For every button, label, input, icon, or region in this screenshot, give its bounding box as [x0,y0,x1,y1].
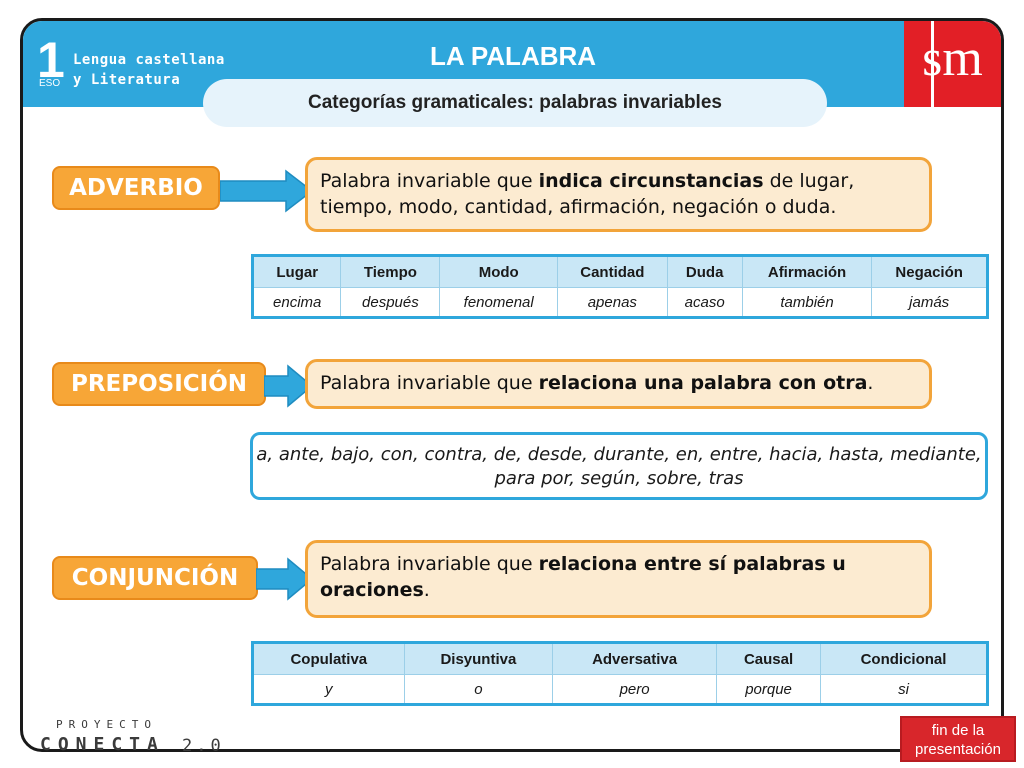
sm-logo: sm [904,21,1001,107]
preposicion-list-line-1: a, ante, bajo, con, contra, de, desde, d… [256,444,982,465]
preposicion-def-keyword: relaciona una palabra con otra [538,372,868,394]
conjuncion-def-keyword: relaciona entre sí palabras u oraciones [320,553,846,601]
end-button-line-2: presentación [915,741,1001,758]
table-cell: y [252,674,405,705]
adverbio-def-text-end: de lugar, tiempo, modo, cantidad, afirma… [320,170,855,218]
table-header: Negación [871,255,988,288]
table-header: Afirmación [741,255,873,288]
table-cell: pero [552,674,718,705]
table-header-row: Lugar Tiempo Modo Cantidad Duda Afirmaci… [251,255,988,288]
table-cell: acaso [666,287,743,318]
subject-name: Lengua castellana y Literatura [73,50,225,90]
brand-big-text: CONECTA [40,734,165,755]
preposicion-list-line-2: para por, según, sobre, tras [494,468,744,489]
table-header: Copulativa [252,642,405,675]
table-cell: porque [716,674,822,705]
preposicion-def-text: Palabra invariable que [320,372,539,394]
table-header: Lugar [251,255,342,288]
table-header: Adversativa [552,642,718,675]
table-cell: o [403,674,554,705]
table-row: y o pero porque si [252,674,988,705]
table-header: Disyuntiva [403,642,554,675]
section-subtitle: Categorías gramaticales: palabras invari… [203,79,827,127]
adverbio-arrow-icon [220,169,314,213]
table-header: Modo [439,255,559,288]
preposicion-definition: Palabra invariable que relaciona una pal… [305,359,932,409]
table-header-row: Copulativa Disyuntiva Adversativa Causal… [252,642,988,675]
table-header: Tiempo [340,255,441,288]
table-cell: encima [251,287,342,318]
table-cell: también [741,287,873,318]
course-number: 1 [37,32,65,88]
table-header: Cantidad [557,255,668,288]
page-title: LA PALABRA [429,41,597,71]
table-header: Duda [666,255,743,288]
adverbio-def-text: Palabra invariable que [320,170,539,192]
adverbio-label: ADVERBIO [52,166,220,210]
end-presentation-button[interactable]: fin de la presentación [900,716,1016,762]
adverbio-table: Lugar Tiempo Modo Cantidad Duda Afirmaci… [251,254,989,319]
table-cell: después [340,287,441,318]
table-cell: fenomenal [439,287,559,318]
conjuncion-def-text-end: . [423,579,430,601]
course-level: ESO [39,78,61,89]
table-header: Condicional [820,642,988,675]
conjuncion-definition: Palabra invariable que relaciona entre s… [305,540,932,618]
table-cell: apenas [557,287,668,318]
table-cell: si [820,674,988,705]
preposicion-list: a, ante, bajo, con, contra, de, desde, d… [250,432,988,500]
table-cell: jamás [871,287,988,318]
subject-line-1: Lengua castellana [73,52,225,68]
table-header: Causal [716,642,822,675]
end-button-line-1: fin de la [931,722,985,739]
table-row: encima después fenomenal apenas acaso ta… [251,287,988,318]
conjuncion-def-text: Palabra invariable que [320,553,539,575]
conjuncion-label: CONJUNCIÓN [52,556,258,600]
conjuncion-arrow-icon [256,557,314,601]
preposicion-arrow-icon [264,364,314,408]
brand-small-text: PROYECTO [56,718,157,731]
preposicion-def-text-end: . [867,372,874,394]
sm-logo-divider [931,21,934,107]
sm-logo-text: sm [922,30,983,87]
brand-version-text: 2.0 [182,736,225,756]
preposicion-label: PREPOSICIÓN [52,362,266,406]
adverbio-definition: Palabra invariable que indica circunstan… [305,157,932,232]
adverbio-def-keyword: indica circunstancias [538,170,764,192]
conjuncion-table: Copulativa Disyuntiva Adversativa Causal… [251,641,989,706]
subject-line-2: y Literatura [73,72,181,88]
